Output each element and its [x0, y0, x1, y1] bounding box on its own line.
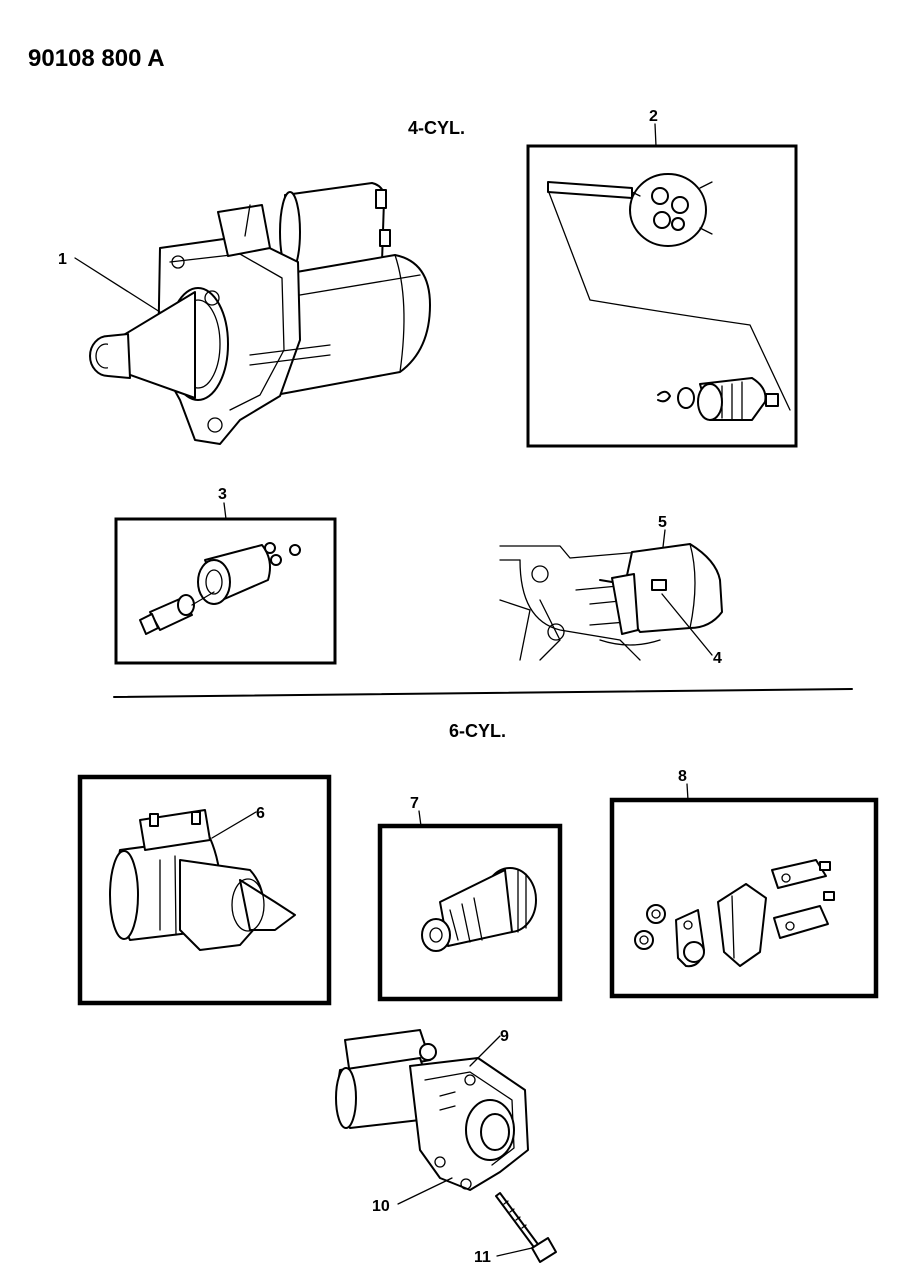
- leader-5: [662, 529, 666, 548]
- section-label-6cyl: 6-CYL.: [449, 721, 506, 741]
- part-3-box: [114, 517, 337, 665]
- part-9-starter-assembly[interactable]: [335, 1029, 529, 1191]
- leader-4: [661, 593, 713, 656]
- leader-6: [211, 811, 257, 839]
- part-2-box: [526, 144, 798, 448]
- callout-1: 1: [58, 251, 67, 268]
- callout-5: 5: [658, 514, 667, 531]
- section-label-4cyl: 4-CYL.: [408, 118, 465, 138]
- leader-8: [686, 783, 689, 801]
- leader-9: [469, 1035, 501, 1067]
- leader-1: [74, 257, 161, 313]
- callout-7: 7: [410, 795, 419, 812]
- callout-11: 11: [474, 1249, 491, 1266]
- part-1-starter-4cyl[interactable]: [89, 182, 431, 445]
- leader-7: [418, 810, 422, 827]
- part-6-box: [77, 774, 332, 1006]
- callout-6: 6: [256, 805, 265, 822]
- leader-10: [397, 1177, 453, 1205]
- part-11-bolt[interactable]: [495, 1192, 557, 1263]
- part-8-box: [609, 797, 879, 999]
- callout-8: 8: [678, 768, 687, 785]
- callout-9: 9: [500, 1028, 509, 1045]
- callout-10: 10: [372, 1198, 390, 1215]
- section-divider: [113, 688, 853, 698]
- part-8-brush-kit[interactable]: [634, 859, 835, 968]
- part-6-starter-6cyl[interactable]: [109, 809, 296, 951]
- callout-2: 2: [649, 108, 658, 125]
- part-7-drive-pinion[interactable]: [421, 867, 537, 952]
- part-7-box: [377, 823, 563, 1002]
- leader-3: [223, 502, 227, 520]
- part-2-drive-kit[interactable]: [547, 173, 791, 421]
- leader-11: [496, 1247, 533, 1257]
- callout-3: 3: [218, 486, 227, 503]
- part-5-installed-view[interactable]: [499, 543, 723, 661]
- part-3-solenoid[interactable]: [139, 542, 301, 635]
- callout-4: 4: [713, 650, 722, 667]
- drawing-code: 90108 800 A: [28, 45, 165, 72]
- leader-2: [654, 123, 657, 147]
